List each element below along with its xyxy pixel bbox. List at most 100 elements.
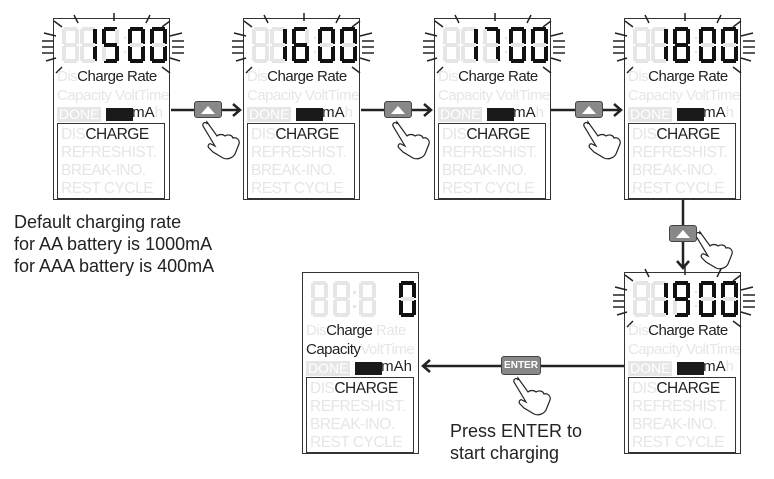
flash-ray bbox=[434, 20, 444, 28]
lcd-segment bbox=[372, 283, 376, 298]
lcd-segment bbox=[701, 27, 714, 31]
done-indicator: DONE bbox=[628, 360, 673, 376]
lcd-segment bbox=[272, 59, 285, 63]
mode-ghost: BREAK-INO. bbox=[310, 416, 395, 433]
lcd-segment bbox=[463, 27, 476, 31]
lcd-segment bbox=[82, 59, 95, 63]
lcd-segment bbox=[294, 43, 307, 47]
lcd-segment bbox=[701, 59, 714, 63]
flash-ray bbox=[614, 286, 628, 291]
lcd-segment bbox=[734, 283, 738, 298]
lcd-segment bbox=[686, 46, 690, 61]
up-button[interactable] bbox=[575, 101, 603, 118]
flash-ray bbox=[616, 57, 628, 62]
mode-ghost: REST CYCLE bbox=[61, 180, 154, 197]
flash-ray bbox=[550, 57, 562, 62]
flash-ray bbox=[43, 32, 57, 37]
lcd-segment bbox=[701, 43, 714, 47]
lcd-segment bbox=[353, 29, 357, 44]
label-row-2: CapacityVoltTime bbox=[306, 341, 415, 358]
lcd-segment bbox=[646, 283, 650, 298]
flash-ray bbox=[235, 57, 247, 62]
flash-ray bbox=[359, 57, 371, 62]
lcd-segment bbox=[533, 59, 546, 63]
lcd-segment bbox=[511, 59, 524, 63]
lcd-segment bbox=[699, 46, 703, 61]
lcd-segment bbox=[128, 46, 132, 61]
lcd-segment bbox=[128, 29, 132, 44]
flash-ray bbox=[624, 20, 634, 28]
done-indicator: DONE bbox=[57, 106, 102, 122]
lcd-segment bbox=[633, 300, 637, 315]
lcd-segment bbox=[342, 43, 355, 47]
flash-ray bbox=[55, 66, 63, 74]
mode-ghost: BREAK-INO. bbox=[61, 162, 146, 179]
unit-label: mAh bbox=[513, 104, 544, 121]
lcd-segment bbox=[653, 313, 666, 317]
flash-ray bbox=[161, 66, 171, 74]
lcd-segment bbox=[653, 59, 666, 63]
note-line: for AA battery is 1000mA bbox=[14, 234, 213, 254]
flash-ray bbox=[526, 14, 532, 24]
lcd-segment bbox=[651, 283, 655, 298]
lcd-screen-s1900: DisCharge Rate Capacity VoltTime DONE mA… bbox=[613, 267, 755, 454]
lcd-segment bbox=[359, 300, 363, 315]
flash-ray bbox=[359, 32, 373, 37]
lcd-segment bbox=[511, 43, 524, 47]
lcd-segment bbox=[313, 297, 326, 301]
done-indicator: DONE bbox=[247, 106, 292, 122]
lcd-segment bbox=[653, 27, 666, 31]
lcd-segment bbox=[283, 46, 287, 61]
lcd-segment bbox=[673, 283, 677, 298]
lcd-segment bbox=[635, 43, 648, 47]
digit-display bbox=[42, 13, 184, 74]
lcd-segment bbox=[346, 283, 350, 298]
up-button[interactable] bbox=[669, 225, 697, 242]
lcd-segment bbox=[721, 283, 725, 298]
lcd-segment bbox=[320, 43, 333, 47]
mode-ghost: REST CYCLE bbox=[632, 180, 725, 197]
lcd-segment bbox=[701, 297, 714, 301]
lcd-segment bbox=[62, 29, 66, 44]
flash-ray bbox=[145, 14, 151, 24]
lcd-segment bbox=[673, 300, 677, 315]
lcd-segment bbox=[305, 46, 309, 61]
mode-ghost: BREAK-INO. bbox=[251, 162, 336, 179]
mode-ghost: REST CYCLE bbox=[632, 434, 725, 451]
lcd-segment bbox=[342, 27, 355, 31]
lcd-segment bbox=[361, 281, 374, 285]
mode-ghost: REST CYCLE bbox=[442, 180, 535, 197]
lcd-segment bbox=[511, 27, 524, 31]
lcd-screen-s1700: DisCharge Rate Capacity VoltTime DONE mA… bbox=[423, 13, 565, 200]
lcd-segment bbox=[686, 29, 690, 44]
lcd-segment bbox=[292, 46, 296, 61]
unit-label: mAh bbox=[703, 104, 734, 121]
lcd-segment bbox=[496, 29, 500, 44]
lcd-segment bbox=[443, 46, 447, 61]
lcd-segment bbox=[320, 59, 333, 63]
up-button[interactable] bbox=[194, 101, 222, 118]
lcd-segment bbox=[163, 29, 167, 44]
lcd-segment bbox=[531, 29, 535, 44]
lcd-screen-s1600: DisCharge Rate Capacity VoltTime DONE mA… bbox=[232, 13, 374, 200]
lcd-segment bbox=[664, 300, 668, 315]
flash-ray bbox=[550, 32, 564, 37]
lcd-segment bbox=[141, 29, 145, 44]
lcd-segment bbox=[635, 281, 648, 285]
lcd-segment bbox=[82, 27, 95, 31]
flash-ray bbox=[161, 20, 171, 28]
lcd-segment bbox=[675, 43, 688, 47]
unit-label: mAh bbox=[132, 104, 163, 121]
lcd-segment bbox=[633, 29, 637, 44]
arrow-head bbox=[423, 103, 433, 117]
label-row-1: DisCharge Rate bbox=[628, 322, 728, 339]
lcd-segment bbox=[635, 27, 648, 31]
lcd-segment bbox=[311, 283, 315, 298]
lcd-segment bbox=[445, 43, 458, 47]
default-rate-note: Default charging rate for AA battery is … bbox=[14, 211, 214, 277]
up-button[interactable] bbox=[384, 101, 412, 118]
mode-ghost: REFRESHIST. bbox=[632, 398, 728, 415]
label-row-2: Capacity VoltTime bbox=[57, 87, 169, 104]
lcd-segment bbox=[461, 46, 465, 61]
enter-button[interactable]: ENTER bbox=[501, 356, 541, 375]
